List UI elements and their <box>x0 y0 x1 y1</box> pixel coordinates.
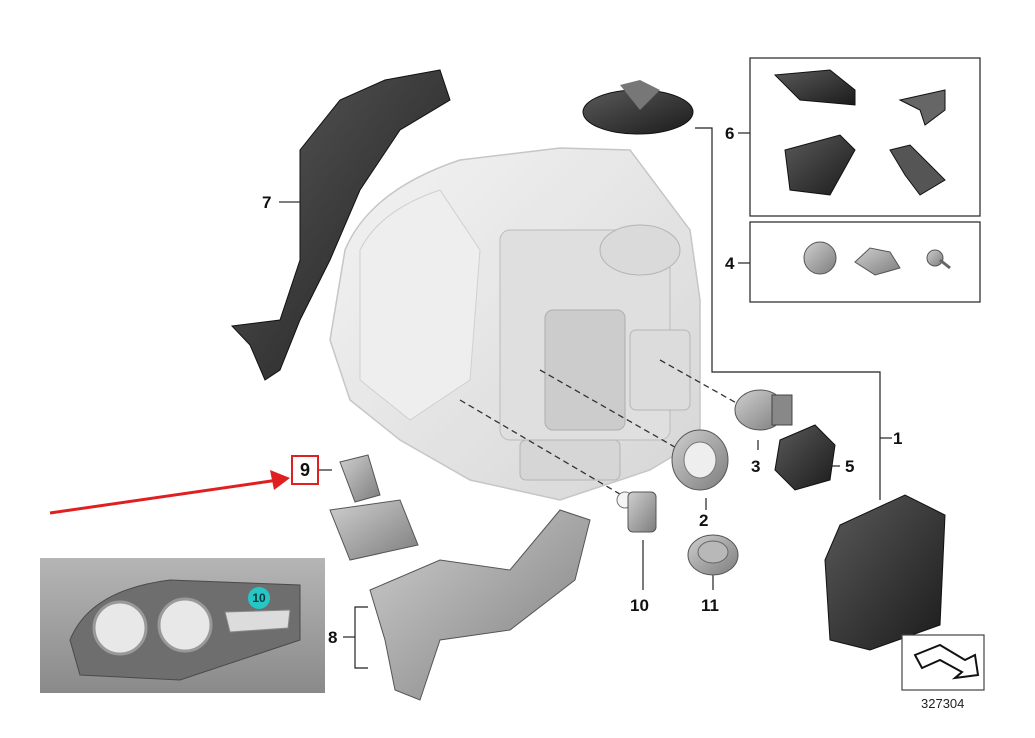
callout-3: 3 <box>751 457 761 476</box>
diagram-reference-number: 327304 <box>921 696 965 711</box>
callout-2: 2 <box>699 511 709 530</box>
part-7-bracket <box>230 69 451 381</box>
highlight-arrow <box>49 470 290 515</box>
part-2-ring <box>671 429 729 491</box>
callout-10: 10 <box>630 596 649 615</box>
orientation-arrow-icon <box>901 634 985 691</box>
callout-7: 7 <box>262 193 272 212</box>
box-6-parts <box>773 69 946 196</box>
callout-5: 5 <box>845 457 855 476</box>
inset-photo <box>40 558 325 693</box>
inset-badge-10: 10 <box>248 587 270 609</box>
part-6-cover <box>582 80 694 135</box>
leader-lines <box>318 127 892 669</box>
callout-8: 8 <box>328 628 338 647</box>
part-10-socket <box>616 491 657 533</box>
part-9-module <box>329 454 419 561</box>
callout-4: 4 <box>725 254 735 273</box>
part-3-actuator <box>734 389 793 431</box>
part-1-control-unit <box>824 494 946 651</box>
callout-11: 11 <box>701 596 719 615</box>
part-11-cap <box>687 534 739 576</box>
assembly-lines <box>459 359 741 501</box>
callout-9-highlighted: 9 <box>291 455 319 485</box>
part-8-duct <box>369 509 591 701</box>
callout-1: 1 <box>893 429 903 448</box>
callout-6: 6 <box>725 124 735 143</box>
part-5-cap <box>774 424 836 491</box>
headlight-housing <box>329 147 701 501</box>
box-4-parts <box>803 241 951 276</box>
